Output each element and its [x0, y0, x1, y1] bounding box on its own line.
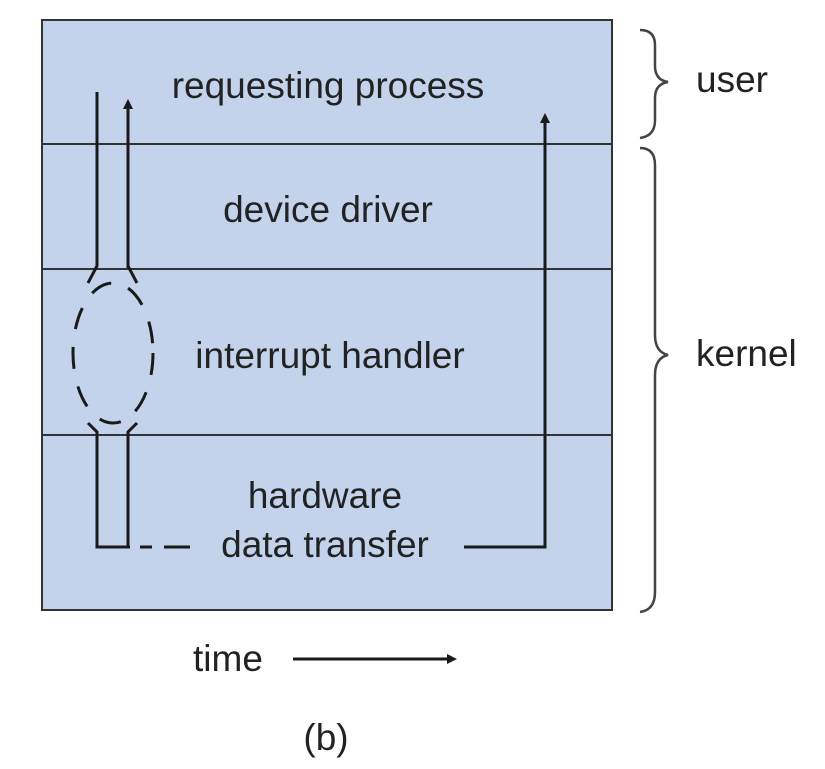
layer-box-device-driver: [41, 143, 613, 270]
user-brace: [639, 28, 669, 140]
kernel-domain-label: kernel: [696, 333, 797, 374]
layer-box-hardware: [41, 434, 613, 611]
layer-label-device-driver: device driver: [223, 189, 433, 230]
time-label: time: [193, 638, 263, 679]
return-path-right: [464, 113, 550, 549]
figure-caption: (b): [303, 717, 348, 758]
layer-box-requesting-process: [41, 19, 613, 145]
interrupt-dashed-ellipse: [71, 281, 155, 425]
layer-label-interrupt-handler: interrupt handler: [195, 335, 464, 376]
layer-label-requesting-process: requesting process: [172, 65, 485, 106]
user-domain-label: user: [696, 59, 768, 100]
data-transfer-label: data transfer: [221, 524, 429, 565]
layer-label-hardware: hardware: [248, 475, 402, 516]
kernel-brace: [639, 146, 669, 614]
